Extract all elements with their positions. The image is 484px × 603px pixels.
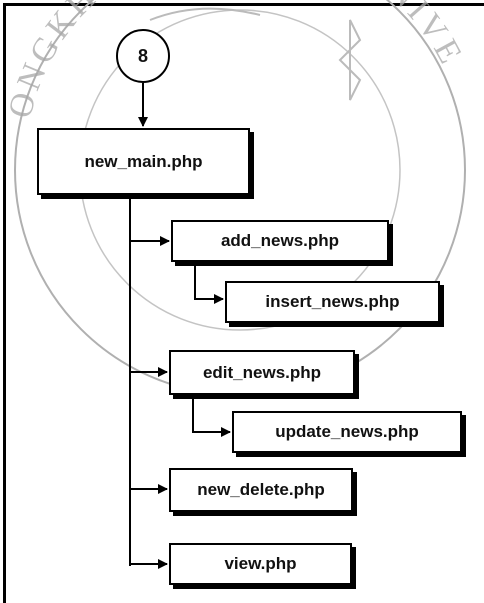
node-update-news: update_news.php — [232, 411, 462, 453]
node-insert-news: insert_news.php — [225, 281, 440, 323]
node-new-main: new_main.php — [37, 128, 250, 195]
arrow-to-insert-news — [194, 262, 224, 304]
page-connector-8: 8 — [116, 29, 170, 83]
node-add-news: add_news.php — [171, 220, 389, 262]
arrow-to-update-news — [192, 395, 231, 437]
node-view: view.php — [169, 543, 352, 585]
node-edit-news: edit_news.php — [169, 350, 355, 395]
node-new-delete: new_delete.php — [169, 468, 353, 512]
page-frame — [3, 3, 484, 603]
